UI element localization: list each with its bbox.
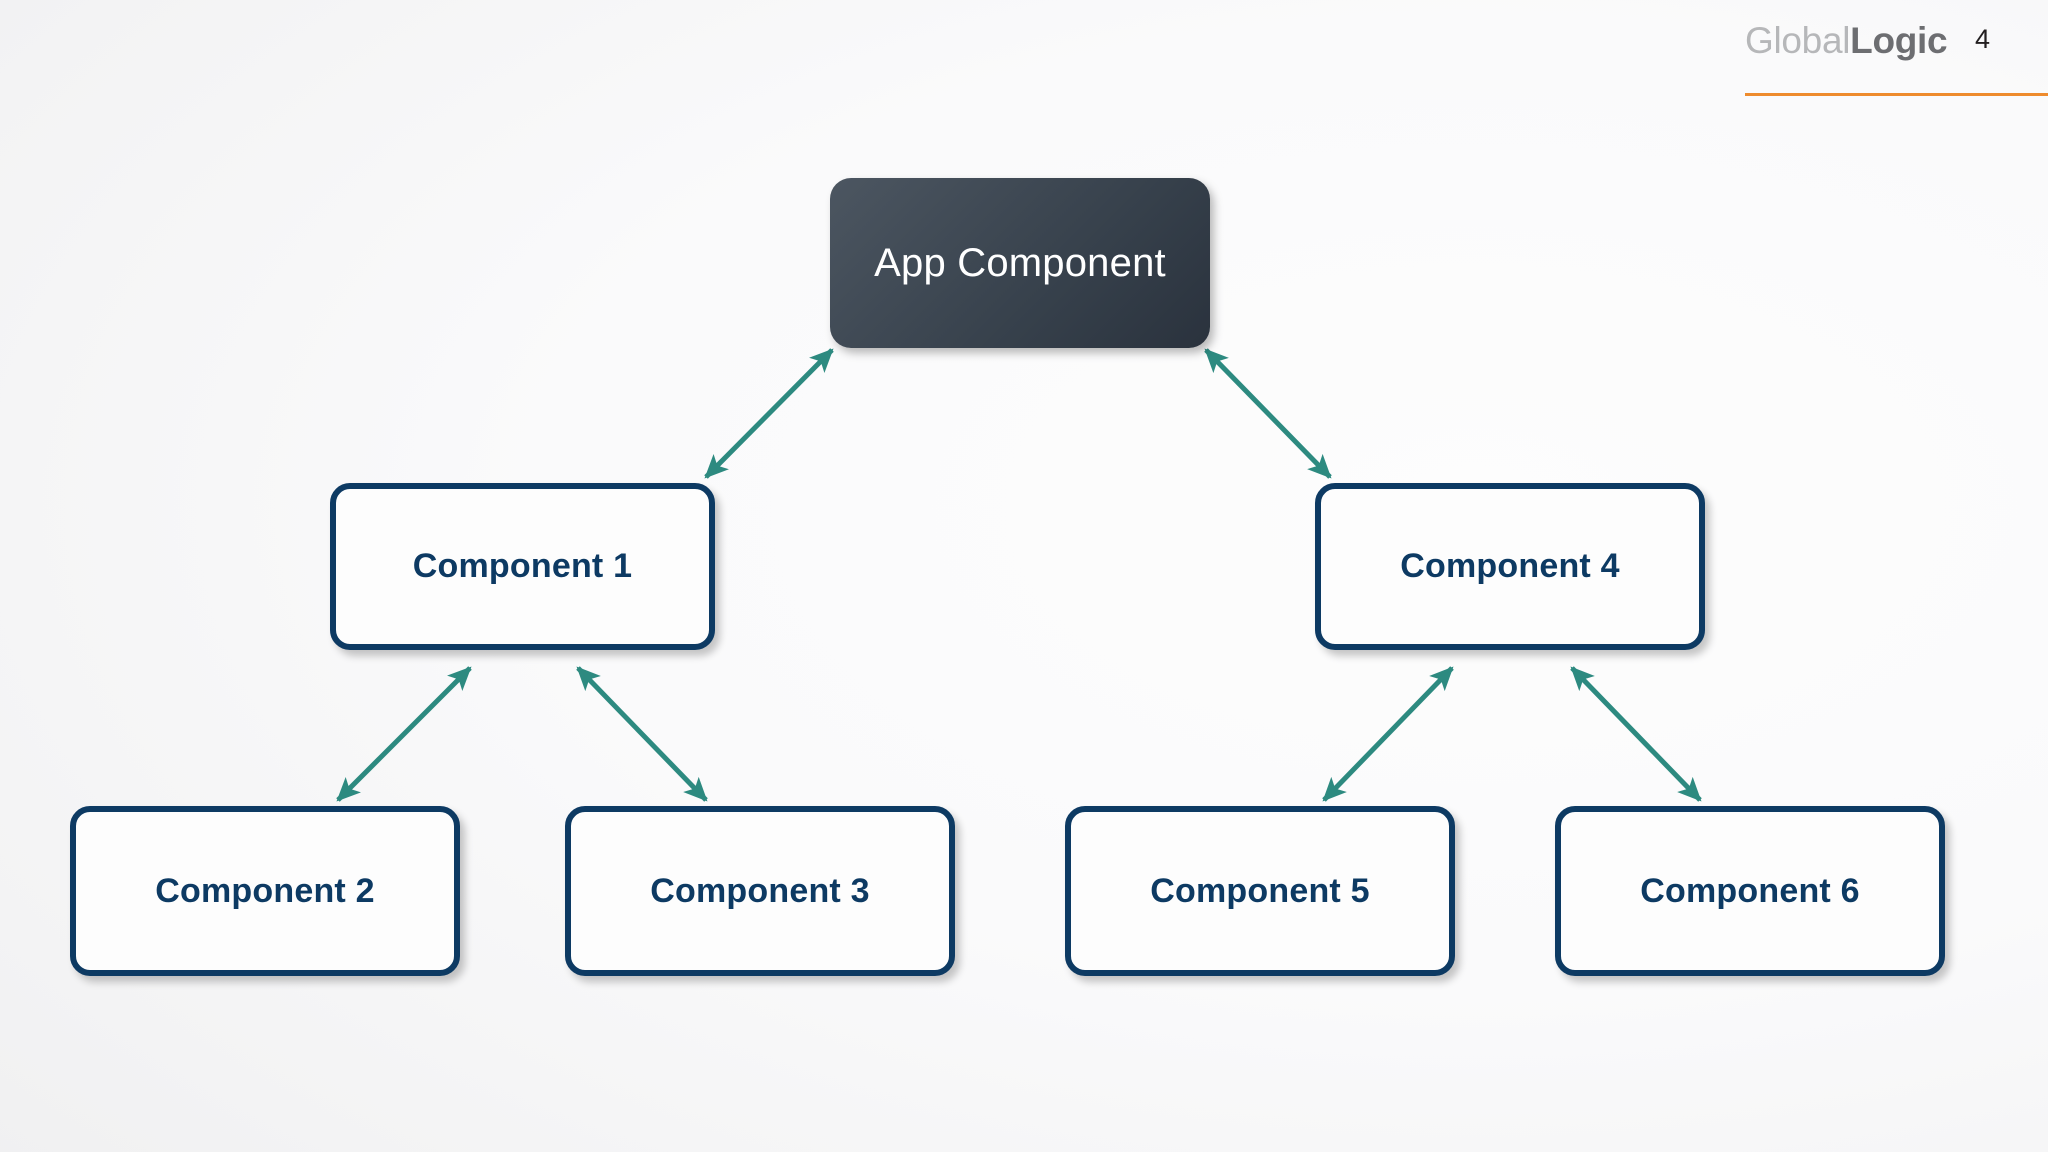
node-c4[interactable]: Component 4	[1315, 483, 1705, 650]
globallogic-logo: GlobalLogic	[1745, 20, 1948, 61]
node-label: Component 2	[155, 871, 375, 910]
node-label: Component 6	[1640, 871, 1860, 910]
slide-header: GlobalLogic 4	[0, 0, 2048, 110]
node-c6[interactable]: Component 6	[1555, 806, 1945, 976]
node-c3[interactable]: Component 3	[565, 806, 955, 976]
arrow-c1-to-c2	[336, 666, 472, 802]
page-number: 4	[1975, 24, 1991, 54]
node-label: Component 4	[1400, 547, 1620, 585]
node-label: Component 1	[412, 547, 633, 585]
node-app[interactable]: App Component	[830, 178, 1210, 348]
logo-global-text: Global	[1745, 20, 1851, 61]
node-c1[interactable]: Component 1	[330, 483, 715, 650]
arrow-c1-to-c3	[576, 666, 708, 802]
arrow-app-to-c4	[1204, 348, 1332, 479]
node-label: Component 5	[1150, 871, 1370, 910]
logo-logic-text: Logic	[1850, 20, 1948, 61]
arrow-c4-to-c5	[1322, 666, 1454, 802]
node-c2[interactable]: Component 2	[70, 806, 460, 976]
header-orange-rule	[1745, 93, 2048, 96]
node-label: App Component	[874, 240, 1166, 285]
node-label: Component 3	[650, 871, 870, 910]
arrow-c4-to-c6	[1570, 666, 1702, 802]
arrow-app-to-c1	[704, 348, 834, 479]
node-c5[interactable]: Component 5	[1065, 806, 1455, 976]
